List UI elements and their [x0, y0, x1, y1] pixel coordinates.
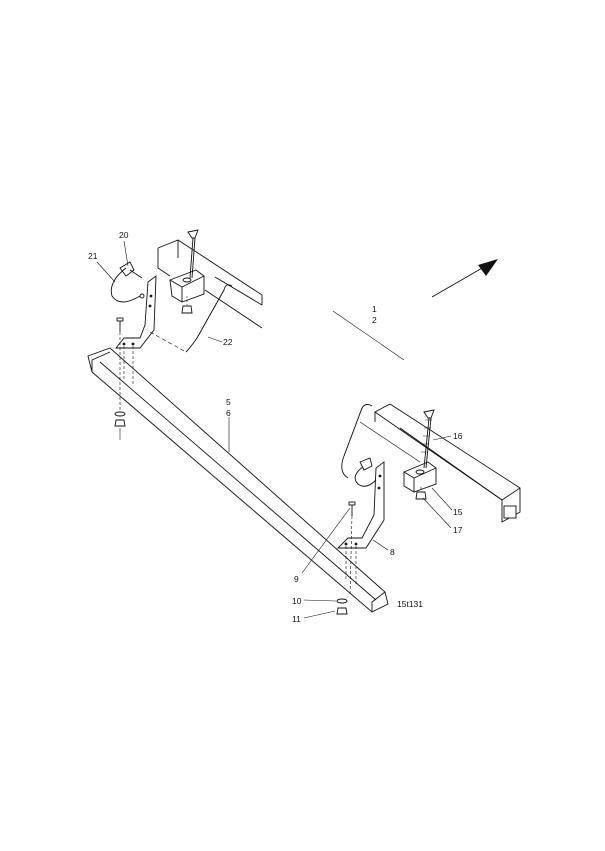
front-clamp-bolt	[421, 409, 435, 469]
callout-10: 10	[292, 596, 302, 606]
rear-mounting-bracket	[115, 275, 157, 385]
diagram-reference-code: 15t131	[397, 599, 423, 609]
rear-clamp-bolt	[187, 229, 199, 279]
front-clamp-block	[403, 461, 437, 493]
callout-22: 22	[223, 337, 233, 347]
front-nut	[336, 607, 348, 615]
callout-17: 17	[453, 525, 463, 535]
leader-lines	[96, 240, 453, 619]
front-washer	[336, 598, 348, 604]
callout-6: 6	[226, 408, 231, 418]
front-clamp-nut	[415, 487, 427, 500]
rear-bolt	[116, 317, 124, 410]
front-bolt	[348, 501, 356, 597]
frame-reference-line	[332, 310, 405, 361]
callout-9: 9	[294, 574, 299, 584]
rear-clamp-block	[169, 269, 205, 303]
callout-5: 5	[226, 397, 231, 407]
callout-15: 15	[453, 507, 463, 517]
direction-arrow-icon	[431, 259, 498, 298]
front-spring	[341, 403, 373, 479]
front-clip	[354, 457, 377, 487]
callout-16: 16	[453, 431, 463, 441]
rear-spring	[149, 284, 233, 353]
callout-21: 21	[88, 251, 98, 261]
running-board	[87, 347, 389, 613]
front-mounting-bracket	[336, 461, 385, 585]
rear-frame-tube	[157, 239, 263, 329]
callout-1: 1	[372, 304, 377, 314]
rear-clamp-nut	[181, 296, 193, 314]
callout-2: 2	[372, 315, 377, 325]
callout-8: 8	[390, 547, 395, 557]
callout-20: 20	[119, 230, 129, 240]
lanyard-clip	[110, 261, 145, 303]
callout-11: 11	[292, 614, 301, 624]
front-frame-tube	[359, 403, 521, 523]
rear-washer-nut	[114, 411, 126, 440]
